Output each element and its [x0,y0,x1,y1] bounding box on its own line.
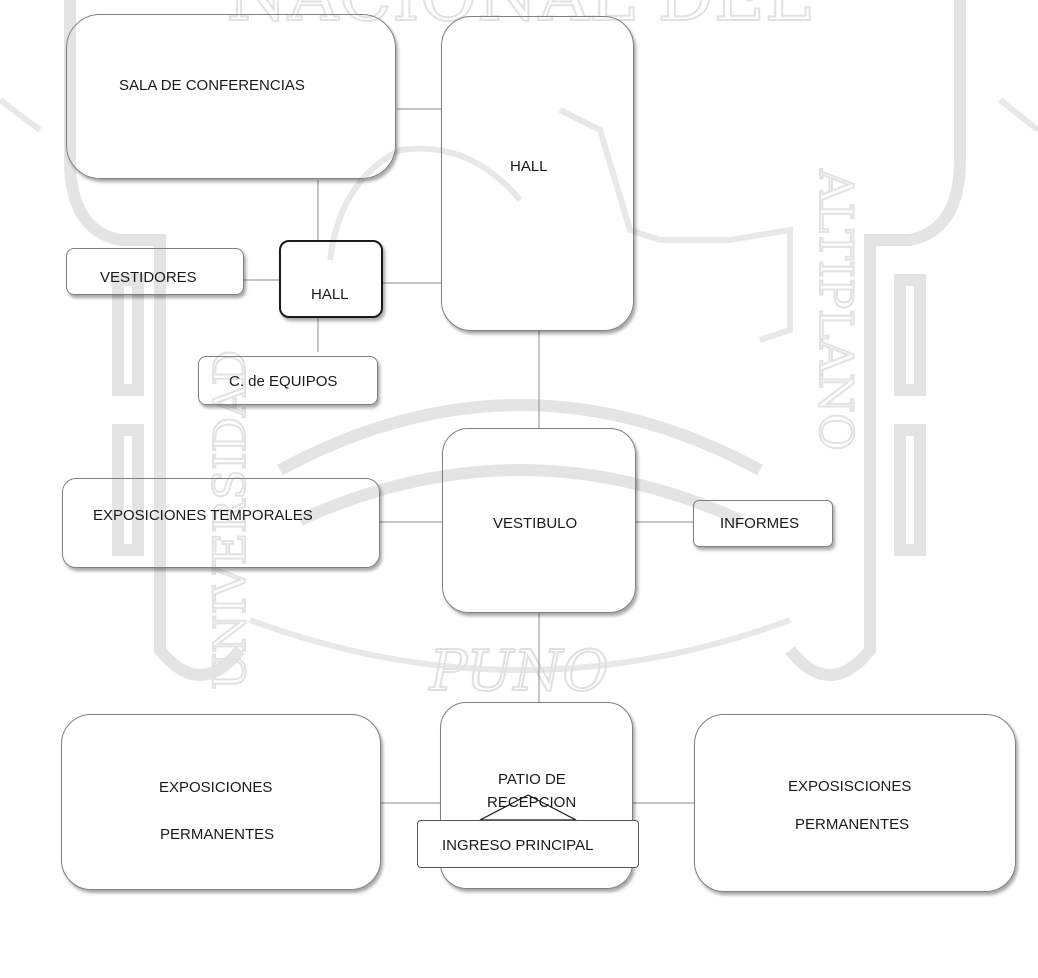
node-patio-label-line1: PATIO DE [498,771,566,788]
node-expo-permanentes-left-line1: EXPOSICIONES [159,779,273,796]
node-expo-permanentes-right-line1: EXPOSISCIONES [788,778,912,795]
node-informes: INFORMES [693,500,833,547]
node-expo-permanentes-left-line2: PERMANENTES [160,826,275,843]
watermark-text-left: UNIVERSIDAD [205,350,256,690]
node-equipos: C. de EQUIPOS [198,356,378,405]
node-expo-permanentes-left: EXPOSICIONES PERMANENTES [61,714,381,890]
node-expo-permanentes-right: EXPOSISCIONES PERMANENTES [694,714,1016,892]
node-patio-recepcion: PATIO DE RECEPCION [440,702,633,889]
node-hall-main: HALL [441,16,634,331]
node-expo-temporales-label: EXPOSICIONES TEMPORALES [93,507,313,524]
node-patio-label-line2: RECEPCION [487,794,577,811]
watermark-text-bottom: PUNO [429,639,609,704]
node-expo-permanentes-right-line2: PERMANENTES [795,816,910,833]
node-hall-main-label: HALL [510,158,548,175]
node-informes-label: INFORMES [720,515,800,532]
node-hall-small: HALL [279,240,383,318]
watermark-text-right: ALTIPLANO [809,168,863,451]
node-expo-temporales: EXPOSICIONES TEMPORALES [62,478,380,568]
node-vestidores-label: VESTIDORES [100,269,197,286]
node-sala-conferencias-label: SALA DE CONFERENCIAS [119,77,305,94]
node-ingreso-principal-label: INGRESO PRINCIPAL [442,837,594,854]
node-hall-small-label: HALL [311,286,349,303]
node-ingreso-principal: INGRESO PRINCIPAL [417,820,639,868]
node-equipos-label: C. de EQUIPOS [229,373,338,390]
watermark-text-top: NACIONAL DEL [227,0,812,37]
node-vestibulo: VESTIBULO [442,428,636,613]
node-sala-conferencias: SALA DE CONFERENCIAS [66,14,396,179]
node-vestibulo-label: VESTIBULO [493,515,578,532]
node-vestidores: VESTIDORES [66,248,244,295]
